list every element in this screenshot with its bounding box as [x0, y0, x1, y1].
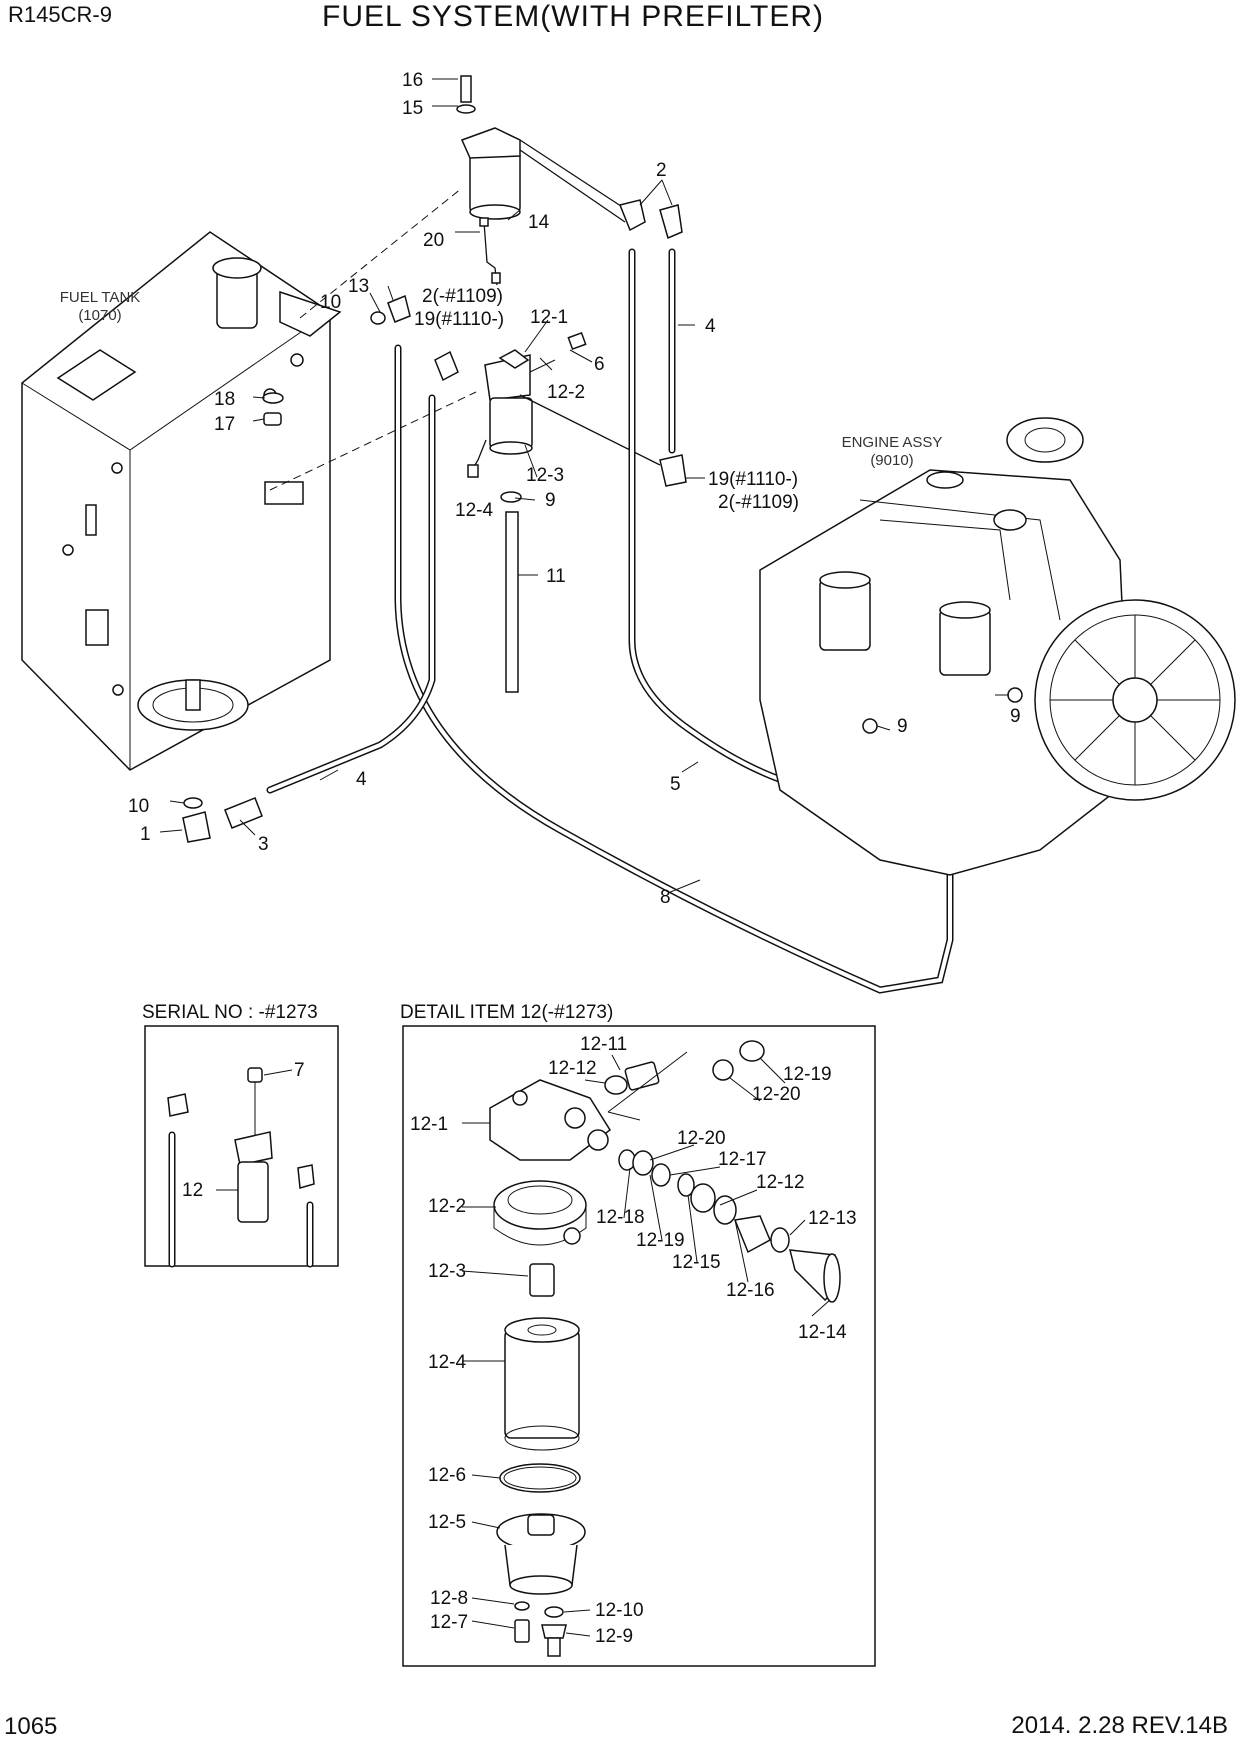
hose-11 [505, 511, 519, 693]
detail-callout-12-18: 12-18 [596, 1207, 645, 1228]
callout-19-1110-upper: 19(#1110-) [414, 309, 504, 330]
callout-4-lower: 4 [356, 769, 367, 790]
engine-label: ENGINE ASSY [842, 434, 943, 451]
detail-callout-12-17: 12-17 [718, 1149, 767, 1170]
detail-callout-12-3: 12-3 [428, 1261, 466, 1282]
detail-callout-12-15: 12-15 [672, 1252, 721, 1273]
callout-13: 13 [348, 276, 369, 297]
elbow-fitting-2a [618, 199, 646, 232]
detail-callout-12-13: 12-13 [808, 1208, 857, 1229]
detail-inset-box [402, 1025, 876, 1667]
revision-date: 2014. 2.28 REV.14B [1011, 1712, 1228, 1739]
callout-12-3: 12-3 [526, 465, 564, 486]
detail-section-title: DETAIL ITEM 12(-#1273) [400, 1002, 613, 1023]
fuel-tank-label: FUEL TANK [60, 289, 141, 306]
page-number: 1065 [4, 1713, 58, 1740]
callout-1: 1 [140, 824, 151, 845]
detail-callout-12-20-top: 12-20 [752, 1084, 801, 1105]
detail-callout-12-12-mid: 12-12 [756, 1172, 805, 1193]
detail-callout-12-6: 12-6 [428, 1465, 466, 1486]
detail-callout-12-9: 12-9 [595, 1626, 633, 1647]
oring-10a [370, 311, 386, 325]
serial-inset-drawing [167, 1067, 315, 1268]
callout-9-prefilter: 9 [545, 490, 556, 511]
callout-3: 3 [258, 834, 269, 855]
detail-callout-12-14: 12-14 [798, 1322, 847, 1343]
callout-12-1: 12-1 [530, 307, 568, 328]
elbow-fitting-2b [659, 204, 683, 240]
callout-2-1109-lower: 2(-#1109) [718, 492, 799, 513]
detail-callout-12-11: 12-11 [580, 1034, 627, 1055]
prefilter-12-drawing [467, 332, 587, 478]
callout-2-top: 2 [656, 160, 667, 181]
page-title: FUEL SYSTEM(WITH PREFILTER) [322, 0, 825, 33]
callout-6: 6 [594, 354, 605, 375]
serial-inset-box [144, 1025, 339, 1267]
fitting-19b [659, 454, 687, 487]
callout-5: 5 [670, 774, 681, 795]
detail-callout-12-20-mid: 12-20 [677, 1128, 726, 1149]
callout-20: 20 [423, 230, 444, 251]
nut-17 [263, 412, 282, 426]
detail-callout-12-4: 12-4 [428, 1352, 466, 1373]
elbow-13 [387, 294, 411, 323]
engine-drawing [759, 417, 1236, 876]
callout-8: 8 [660, 887, 671, 908]
elbow-1 [182, 811, 211, 843]
detail-callout-12-19-mid: 12-19 [636, 1230, 685, 1251]
callout-11: 11 [546, 566, 566, 587]
detail-callout-12-19-top: 12-19 [783, 1064, 832, 1085]
detail-callout-12-8: 12-8 [430, 1588, 468, 1609]
callout-12-2: 12-2 [547, 382, 585, 403]
callout-4-upper: 4 [705, 316, 716, 337]
model-number: R145CR-9 [8, 2, 112, 27]
detail-callout-12-5: 12-5 [428, 1512, 466, 1533]
detail-callout-12-1: 12-1 [410, 1114, 448, 1135]
detail-callout-12-7: 12-7 [430, 1612, 468, 1633]
engine-ref: (9010) [870, 452, 913, 469]
callout-18: 18 [214, 389, 235, 410]
detail-callout-12-12-top: 12-12 [548, 1058, 597, 1079]
serial-callout-12: 12 [182, 1180, 203, 1201]
callout-12-4: 12-4 [455, 500, 493, 521]
callout-17: 17 [214, 414, 235, 435]
callout-16: 16 [402, 70, 423, 91]
fitting-3 [224, 797, 263, 829]
washer-18 [262, 392, 284, 404]
detail-callout-12-10: 12-10 [595, 1600, 644, 1621]
serial-section-title: SERIAL NO : -#1273 [142, 1002, 318, 1023]
serial-callout-7: 7 [294, 1060, 305, 1081]
fuel-tank-ref: (1070) [78, 307, 121, 324]
callout-9-engine-left: 9 [897, 716, 908, 737]
callout-9-engine-right: 9 [1010, 706, 1021, 727]
fitting-19a [434, 350, 459, 382]
callout-15: 15 [402, 98, 423, 119]
fuel-tank-drawing [21, 231, 342, 771]
oring-10b [183, 797, 203, 809]
filter-14-drawing [456, 75, 521, 220]
callout-10-lower: 10 [128, 796, 149, 817]
callout-10-upper: 10 [320, 292, 341, 313]
callout-19-1110-lower: 19(#1110-) [708, 469, 798, 490]
detail-callout-12-2: 12-2 [428, 1196, 466, 1217]
callout-14: 14 [528, 212, 550, 233]
callout-2-1109-upper: 2(-#1109) [422, 286, 503, 307]
clamp-9a [500, 491, 522, 503]
detail-parts-drawing [489, 1040, 841, 1657]
detail-callout-12-16: 12-16 [726, 1280, 775, 1301]
